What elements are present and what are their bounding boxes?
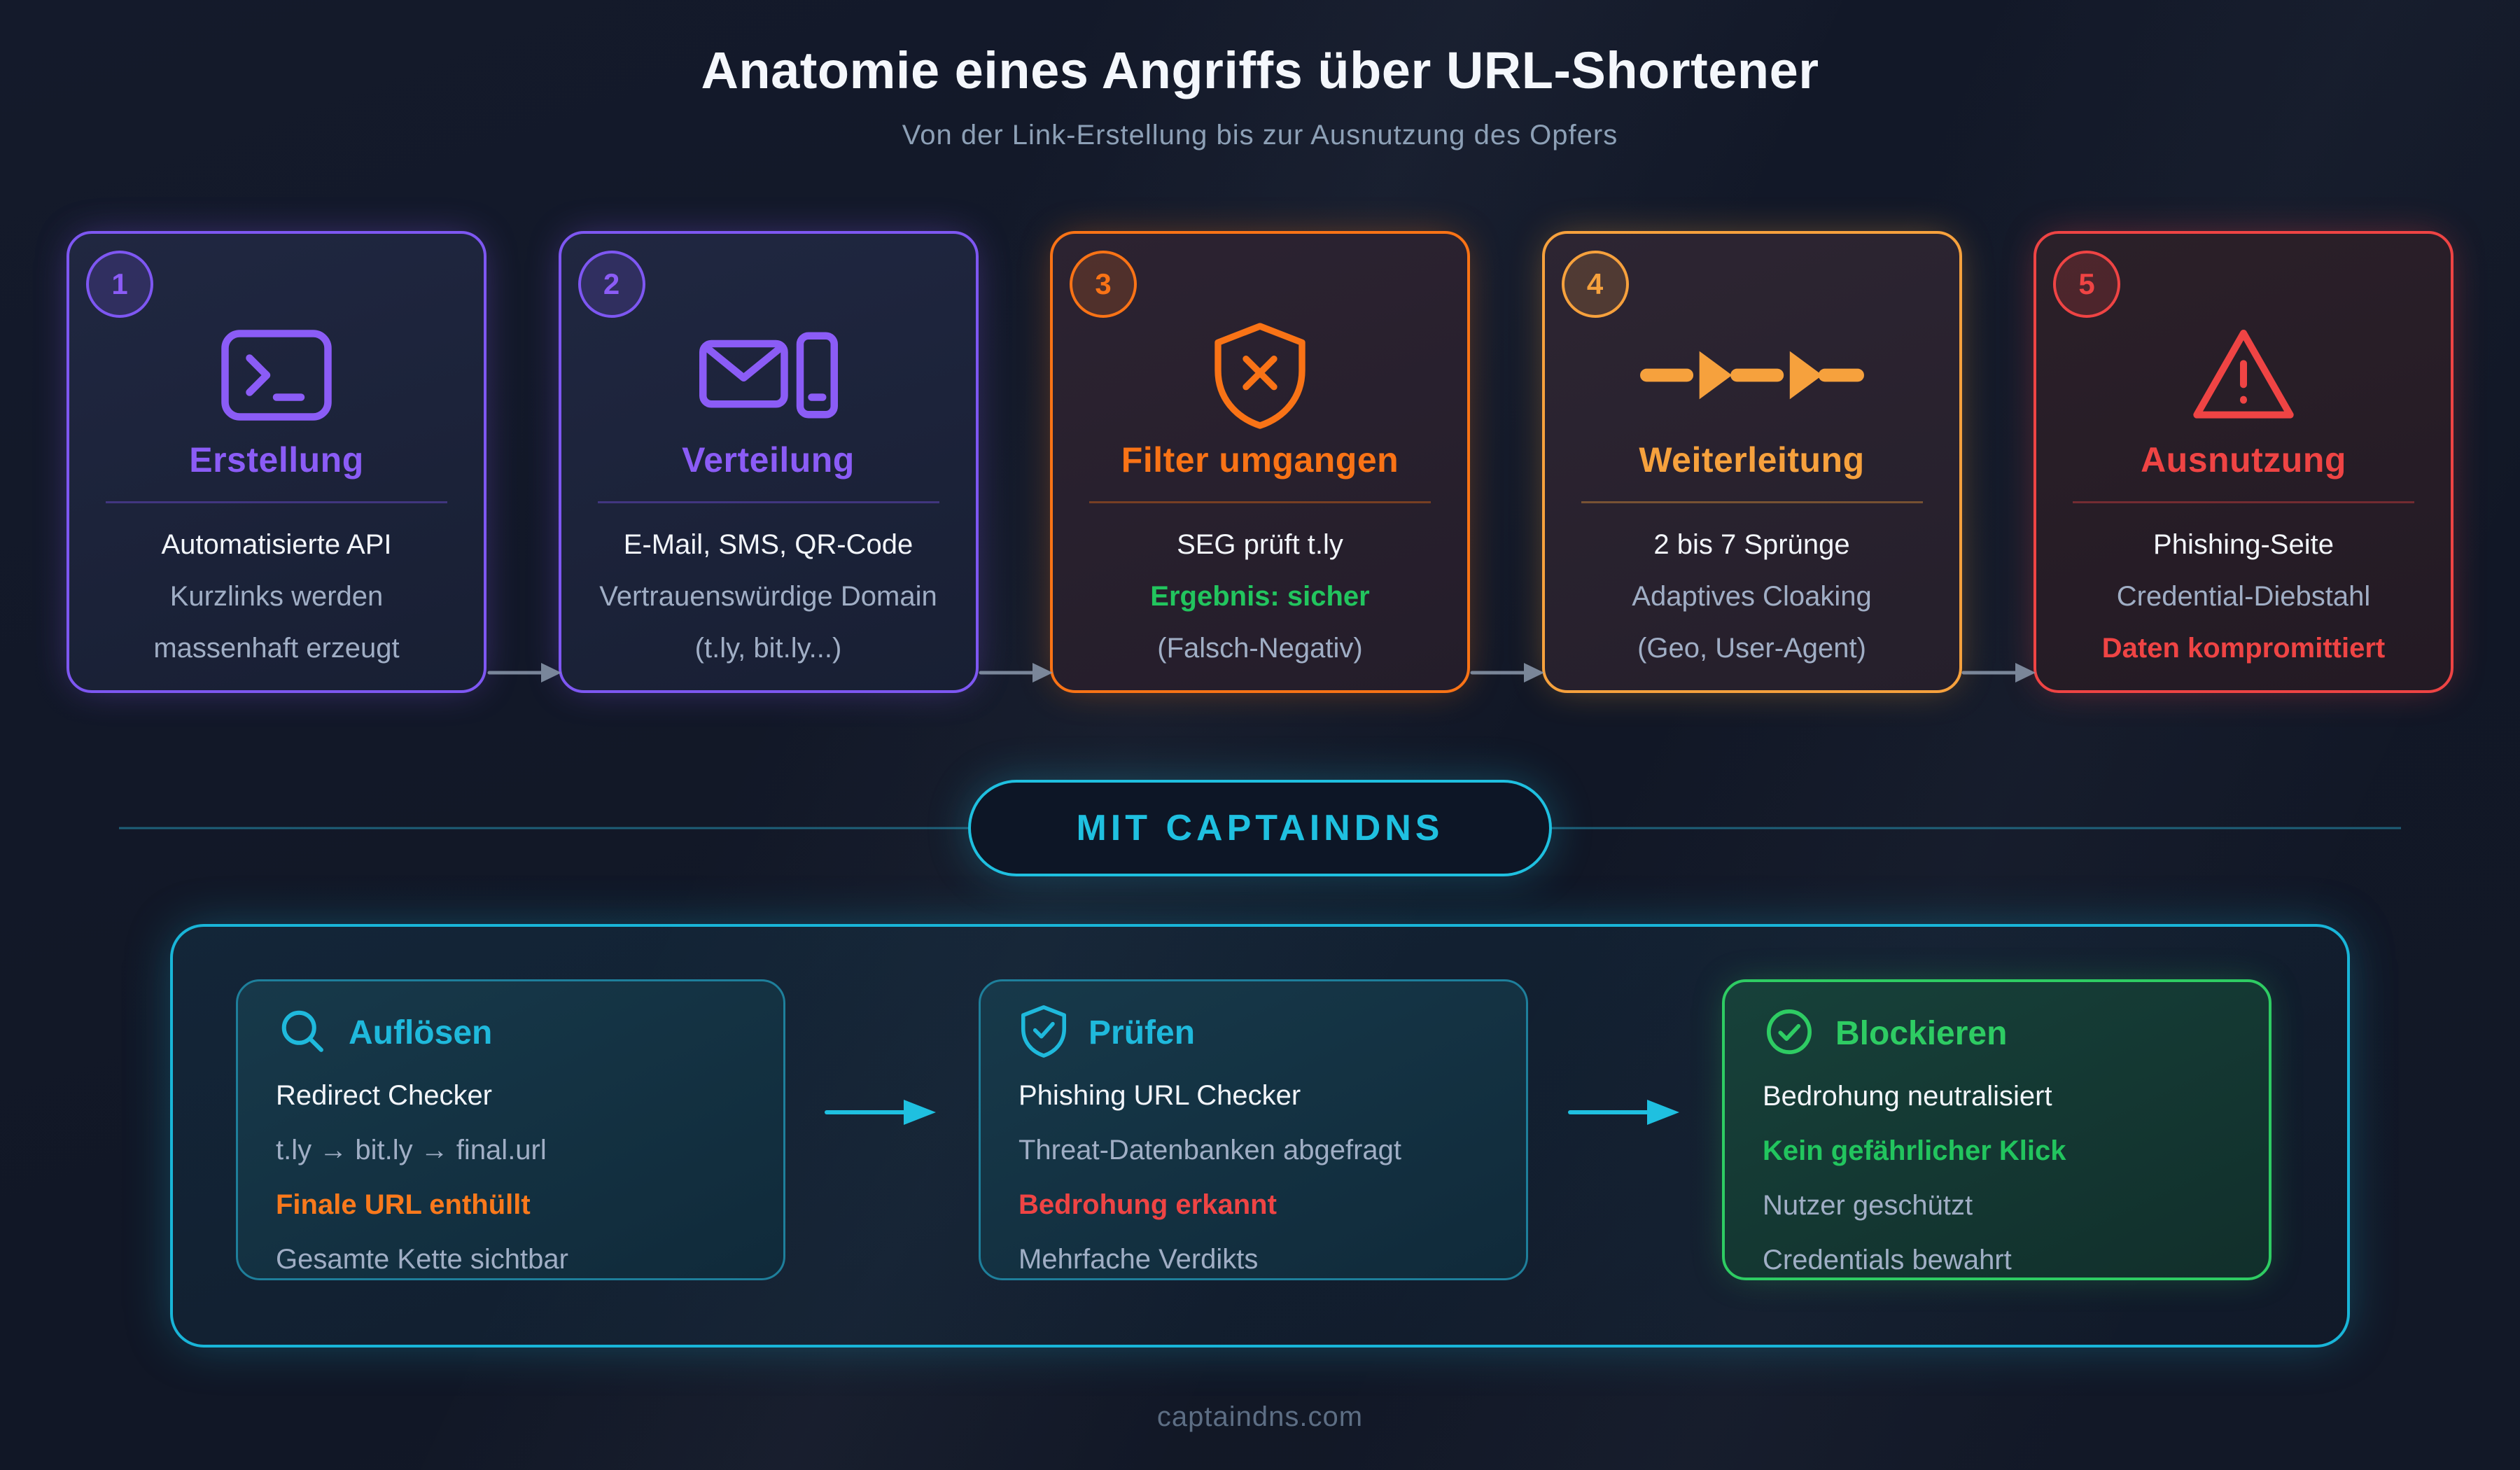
step-number-badge: 2: [578, 251, 645, 318]
page-title: Anatomie eines Angriffs über URL-Shorten…: [701, 41, 1819, 99]
attack-step-card-filter-umgangen: 3 Filter umgangen SEG prüft t.ly Ergebni…: [1050, 231, 1470, 693]
solution-step-header: Blockieren: [1763, 1006, 2231, 1060]
solution-step-details: Phishing URL Checker Threat-Datenbanken …: [1018, 1068, 1488, 1287]
captaindns-pill: MIT CAPTAINDNS: [968, 780, 1552, 876]
solution-step-title: Prüfen: [1088, 1014, 1196, 1051]
circle-check-icon: [1763, 1005, 1816, 1062]
step-title: Erstellung: [189, 440, 364, 479]
step-divider: [2073, 501, 2414, 503]
mail-sms-icon: [561, 316, 976, 434]
step-detail-line: Kurzlinks werden: [169, 581, 384, 612]
attack-step-card-erstellung: 1 Erstellung Automatisierte API Kurzlink…: [66, 231, 486, 693]
solution-detail-line: Phishing URL Checker: [1018, 1080, 1301, 1111]
step-details: SEG prüft t.ly Ergebnis: sicher (Falsch-…: [1053, 519, 1467, 674]
step-divider: [597, 501, 939, 503]
step-detail-line: (Falsch-Negativ): [1157, 633, 1363, 664]
solution-detail-line: Credentials bewahrt: [1763, 1245, 2012, 1275]
solution-step-header: Prüfen: [1018, 1004, 1488, 1062]
solution-arrow-icon: [1566, 1097, 1685, 1128]
footer: captaindns.com: [0, 1401, 2520, 1433]
step-number-badge: 3: [1070, 251, 1137, 318]
step-detail-line: SEG prüft t.ly: [1177, 529, 1343, 560]
solution-detail-line: Finale URL enthüllt: [276, 1189, 531, 1220]
step-number: 1: [111, 267, 128, 300]
step-title: Ausnutzung: [2141, 440, 2346, 479]
page-subtitle: Von der Link-Erstellung bis zur Ausnutzu…: [902, 120, 1618, 151]
step-detail-line: Automatisierte API: [161, 529, 392, 560]
step-detail-line: (t.ly, bit.ly...): [694, 633, 842, 664]
solution-detail-line: Bedrohung neutralisiert: [1763, 1081, 2052, 1112]
step-detail-line: (Geo, User-Agent): [1637, 633, 1866, 664]
step-detail-line: Ergebnis: sicher: [1150, 581, 1370, 612]
solution-detail-line: Mehrfache Verdikts: [1018, 1244, 1259, 1275]
solution-step-title: Auflösen: [349, 1014, 493, 1051]
magnifier-icon: [276, 1004, 329, 1061]
solution-detail-line: Redirect Checker: [276, 1080, 493, 1111]
redirect-hops-icon: [1545, 316, 1959, 434]
solution-step-details: Redirect Checker t.ly → bit.ly → final.u…: [276, 1068, 746, 1287]
step-number-badge: 1: [86, 251, 153, 318]
step-number: 3: [1095, 267, 1112, 300]
shield-check-icon: [1018, 1004, 1069, 1062]
step-divider: [1581, 501, 1923, 503]
step-number-badge: 5: [2053, 251, 2120, 318]
solution-detail-line: Threat-Datenbanken abgefragt: [1018, 1135, 1402, 1166]
solution-detail-line: Bedrohung erkannt: [1018, 1189, 1277, 1220]
solution-step-card-blockieren: Blockieren Bedrohung neutralisiert Kein …: [1722, 979, 2272, 1280]
step-title: Filter umgangen: [1121, 440, 1399, 479]
solution-panel: Auflösen Redirect Checker t.ly → bit.ly …: [170, 924, 2350, 1348]
solution-step-card-pruefen: Prüfen Phishing URL Checker Threat-Daten…: [979, 979, 1528, 1280]
step-number-badge: 4: [1561, 251, 1629, 318]
solution-detail-line: t.ly → bit.ly → final.url: [276, 1135, 547, 1166]
solution-arrow-icon: [822, 1097, 941, 1128]
step-detail-line: massenhaft erzeugt: [153, 633, 400, 664]
step-detail-line: 2 bis 7 Sprünge: [1653, 529, 1850, 560]
header: Anatomie eines Angriffs über URL-Shorten…: [0, 0, 2520, 151]
step-detail-line: Adaptives Cloaking: [1632, 581, 1872, 612]
attack-step-card-ausnutzung: 5 Ausnutzung Phishing-Seite Credential-D…: [2033, 231, 2454, 693]
captaindns-pill-label: MIT CAPTAINDNS: [1076, 808, 1444, 848]
step-number: 5: [2078, 267, 2095, 300]
terminal-icon: [69, 316, 484, 434]
step-details: E-Mail, SMS, QR-Code Vertrauenswürdige D…: [561, 519, 976, 674]
footer-site-label: captaindns.com: [1156, 1401, 1364, 1432]
step-number: 4: [1586, 267, 1604, 300]
shield-x-icon: [1053, 316, 1467, 434]
warning-triangle-icon: [2036, 316, 2451, 434]
step-detail-line: Daten kompromittiert: [2101, 633, 2386, 664]
step-title: Weiterleitung: [1639, 440, 1865, 479]
attack-step-card-verteilung: 2 Verteilung E-Mail, SMS, QR-Code Vertra…: [558, 231, 979, 693]
solution-detail-line: Gesamte Kette sichtbar: [276, 1244, 568, 1275]
step-detail-line: Credential-Diebstahl: [2116, 581, 2371, 612]
solution-step-title: Blockieren: [1835, 1014, 2008, 1052]
step-details: Phishing-Seite Credential-Diebstahl Date…: [2036, 519, 2451, 674]
solution-step-details: Bedrohung neutralisiert Kein gefährliche…: [1763, 1069, 2231, 1287]
step-divider: [106, 501, 447, 503]
solution-detail-line: Kein gefährlicher Klick: [1763, 1135, 2066, 1166]
step-detail-line: E-Mail, SMS, QR-Code: [623, 529, 913, 560]
solution-detail-line: Nutzer geschützt: [1763, 1190, 1973, 1221]
solution-step-header: Auflösen: [276, 1005, 746, 1060]
flow-arrow-icon: [978, 659, 1056, 686]
step-details: 2 bis 7 Sprünge Adaptives Cloaking (Geo,…: [1545, 519, 1959, 674]
attack-step-card-weiterleitung: 4 Weiterleitung 2 bis 7 Sprünge Adaptive…: [1541, 231, 1962, 693]
step-detail-line: Phishing-Seite: [2153, 529, 2334, 560]
attack-flow: 1 Erstellung Automatisierte API Kurzlink…: [66, 231, 2454, 693]
solution-step-card-aufloesen: Auflösen Redirect Checker t.ly → bit.ly …: [236, 979, 785, 1280]
flow-arrow-icon: [486, 659, 565, 686]
step-details: Automatisierte API Kurzlinks werden mass…: [69, 519, 484, 674]
step-number: 2: [603, 267, 620, 300]
flow-arrow-icon: [1961, 659, 2039, 686]
step-title: Verteilung: [682, 440, 855, 479]
flow-arrow-icon: [1469, 659, 1548, 686]
step-detail-line: Vertrauenswürdige Domain: [599, 581, 937, 612]
step-divider: [1089, 501, 1431, 503]
solution-divider-band: MIT CAPTAINDNS: [0, 780, 2520, 876]
